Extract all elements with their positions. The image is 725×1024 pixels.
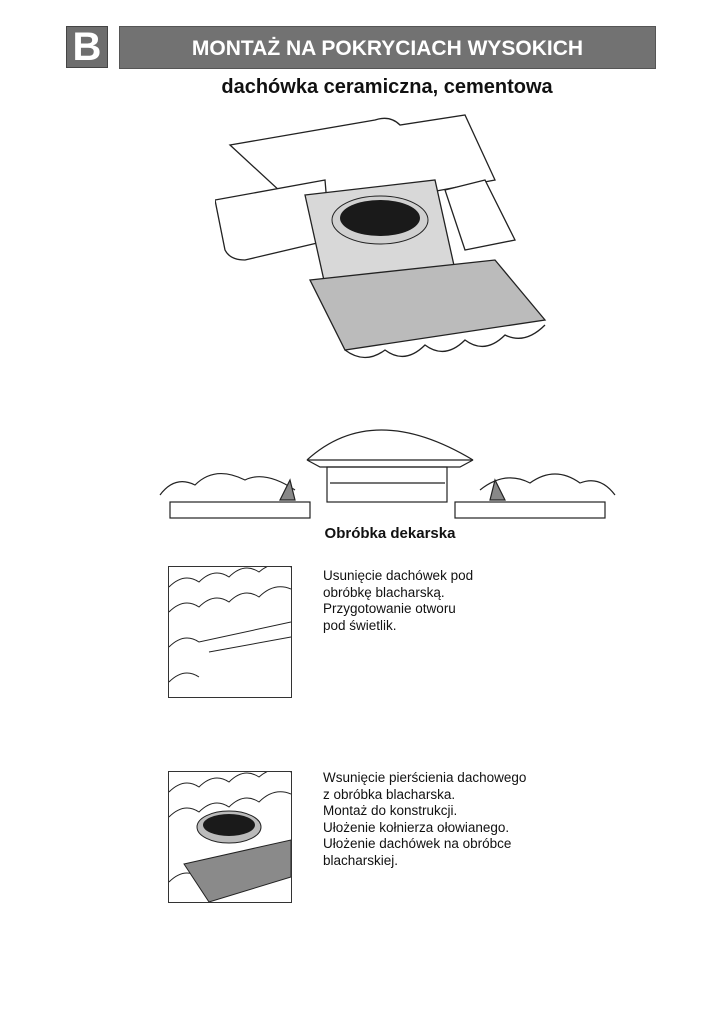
text-line: pod świetlik. xyxy=(323,617,397,633)
text-line: obróbkę blacharską. xyxy=(323,584,445,600)
step-2-text: Wsunięcie pierścienia dachowego z obróbk… xyxy=(323,770,526,869)
section-badge: B xyxy=(66,26,108,68)
section-caption: Obróbka dekarska xyxy=(324,525,456,542)
cross-section-illustration xyxy=(159,429,616,519)
subtitle: dachówka ceramiczna, cementowa xyxy=(221,76,553,98)
text-line: z obróbka blacharska. xyxy=(323,786,456,802)
text-line: Montaż do konstrukcji. xyxy=(323,803,458,818)
step-1-illustration xyxy=(168,566,292,698)
step-1-text: Usunięcie dachówek pod obróbkę blacharsk… xyxy=(323,568,473,634)
text-line: Wsunięcie pierścienia dachowego xyxy=(323,770,527,785)
roof-isometric-illustration xyxy=(215,114,547,359)
step-2-illustration xyxy=(168,771,292,903)
text-line: Usunięcie dachówek pod xyxy=(323,568,474,583)
text-line: blacharskiej. xyxy=(323,852,399,868)
page-title: MONTAŻ NA POKRYCIACH WYSOKICH xyxy=(119,26,656,69)
text-line: Ułożenie dachówek na obróbce xyxy=(323,836,512,851)
text-line: Przygotowanie otworu xyxy=(323,601,456,616)
text-line: Ułożenie kołnierza ołowianego. xyxy=(323,819,510,835)
